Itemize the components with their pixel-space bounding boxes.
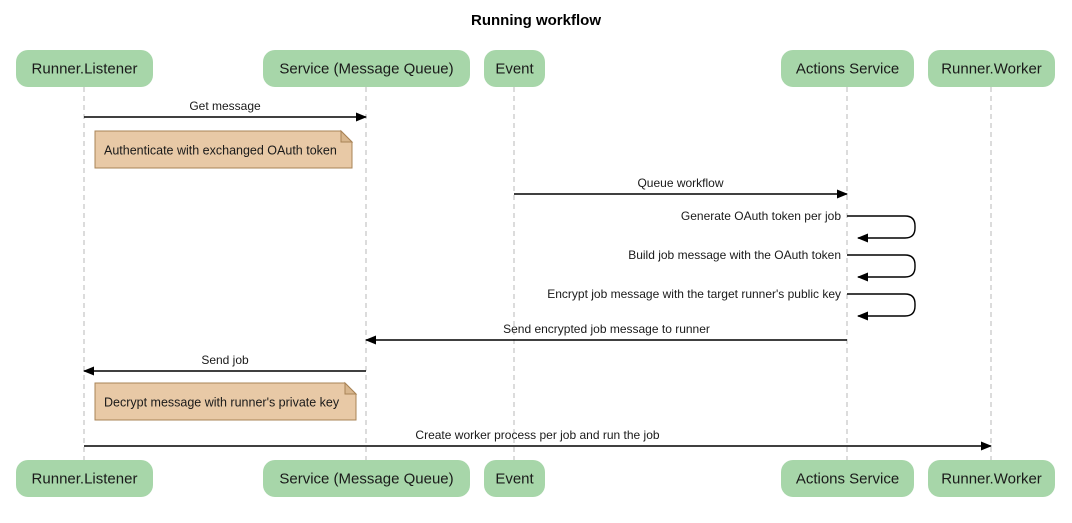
- note-authenticate-with-exchanged-oauth-token[interactable]: Authenticate with exchanged OAuth token: [94, 129, 354, 169]
- participants-top-layer: Runner.Listener Service (Message Queue) Ev…: [16, 50, 1055, 87]
- participant-box: [928, 460, 1055, 497]
- participant-runner-worker-bottom[interactable]: Runner.Worker: [928, 460, 1055, 497]
- message-queue-workflow[interactable]: Queue workflow: [514, 176, 848, 199]
- participant-label: Service (Message Queue): [279, 61, 453, 78]
- participant-box: [16, 460, 153, 497]
- note-decrypt-message-with-runners-private-key[interactable]: Decrypt message with runner's private ke…: [94, 381, 358, 421]
- message-generate-oauth-token-per-job[interactable]: Generate OAuth token per job: [681, 209, 916, 243]
- participant-label: Runner.Listener: [32, 471, 138, 488]
- message-send-job[interactable]: Send job: [83, 353, 366, 376]
- participant-actions-service-bottom[interactable]: Actions Service: [781, 460, 914, 497]
- participant-label: Service (Message Queue): [279, 471, 453, 488]
- note-body: [94, 382, 357, 421]
- note-fold-corner-icon: [340, 129, 354, 143]
- message-label: Create worker process per job and run th…: [415, 428, 659, 442]
- participant-label: Actions Service: [796, 61, 899, 78]
- message-self-loop-path: [847, 215, 916, 243]
- message-label: Send encrypted job message to runner: [503, 322, 710, 336]
- participant-event-top[interactable]: Event: [484, 50, 545, 87]
- message-self-loop-path: [847, 293, 916, 321]
- participant-label: Runner.Worker: [941, 61, 1042, 78]
- participant-service-message-queue-bottom[interactable]: Service (Message Queue): [263, 460, 470, 497]
- participant-label: Event: [495, 61, 534, 78]
- message-label: Generate OAuth token per job: [681, 209, 841, 223]
- participant-box: [484, 50, 545, 87]
- participant-box: [781, 460, 914, 497]
- message-label: Build job message with the OAuth token: [628, 248, 841, 262]
- message-encrypt-job-message-with-the-target-runners-public-key[interactable]: Encrypt job message with the target runn…: [547, 287, 916, 321]
- participant-box: [263, 460, 470, 497]
- message-label: Encrypt job message with the target runn…: [547, 287, 841, 301]
- message-label: Get message: [189, 99, 261, 113]
- participant-box: [484, 460, 545, 497]
- participant-runner-listener-bottom[interactable]: Runner.Listener: [16, 460, 153, 497]
- participant-event-bottom[interactable]: Event: [484, 460, 545, 497]
- message-label: Queue workflow: [637, 176, 723, 190]
- note-fold-corner-icon: [344, 381, 358, 395]
- message-create-worker-process-per-job-and-run-the-job[interactable]: Create worker process per job and run th…: [84, 428, 992, 451]
- participants-bottom-layer: Runner.Listener Service (Message Queue) Ev…: [16, 460, 1055, 497]
- participant-label: Event: [495, 471, 534, 488]
- message-label: Send job: [201, 353, 249, 367]
- participant-runner-listener-top[interactable]: Runner.Listener: [16, 50, 153, 87]
- note-body: [94, 130, 353, 169]
- note-label: Decrypt message with runner's private ke…: [104, 396, 340, 410]
- participant-box: [781, 50, 914, 87]
- participant-box: [928, 50, 1055, 87]
- participant-box: [263, 50, 470, 87]
- participant-service-message-queue-top[interactable]: Service (Message Queue): [263, 50, 470, 87]
- participant-runner-worker-top[interactable]: Runner.Worker: [928, 50, 1055, 87]
- note-label: Authenticate with exchanged OAuth token: [104, 144, 337, 158]
- participant-label: Actions Service: [796, 471, 899, 488]
- lifelines-layer: [83, 87, 992, 460]
- message-build-job-message-with-the-oauth-token[interactable]: Build job message with the OAuth token: [628, 248, 916, 282]
- message-self-loop-path: [847, 254, 916, 282]
- page-title: Running workflow: [471, 12, 601, 29]
- participant-box: [16, 50, 153, 87]
- participant-label: Runner.Listener: [32, 61, 138, 78]
- message-get-message[interactable]: Get message: [84, 99, 367, 122]
- message-send-encrypted-job-message-to-runner[interactable]: Send encrypted job message to runner: [365, 322, 847, 345]
- participant-actions-service-top[interactable]: Actions Service: [781, 50, 914, 87]
- notes-layer: Authenticate with exchanged OAuth tokenD…: [94, 129, 358, 421]
- participant-label: Runner.Worker: [941, 471, 1042, 488]
